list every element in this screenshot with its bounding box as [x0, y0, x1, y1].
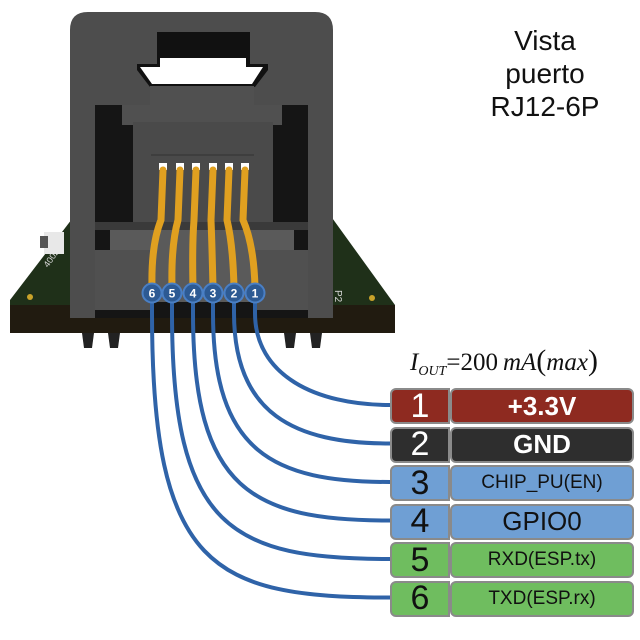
- diagram-title: Vista puerto RJ12-6P: [470, 24, 620, 123]
- pin-badge-5: [161, 282, 183, 304]
- gold-contact-1: [239, 166, 259, 292]
- wire-pin-5: [170, 293, 391, 561]
- contact-slot: [176, 163, 184, 170]
- pin-badge-label: 6: [149, 287, 156, 301]
- pin-wires: [150, 293, 391, 600]
- formula-symbol: I: [410, 349, 419, 376]
- mounting-legs: [82, 333, 322, 348]
- wire-pin-4: [191, 293, 391, 523]
- pin-name: CHIP_PU(EN): [450, 465, 634, 501]
- gold-contact-4: [189, 166, 200, 292]
- pin-badge-label: 4: [190, 287, 197, 301]
- pin-number: 5: [390, 541, 450, 579]
- formula-subscript: OUT: [418, 364, 447, 379]
- pin-number: 3: [390, 464, 450, 502]
- pin-number: 1: [390, 387, 450, 425]
- contact-slot: [241, 163, 249, 170]
- svg-text:P2: P2: [332, 290, 343, 303]
- contact-slot: [225, 163, 233, 170]
- title-line-1: Vista: [514, 25, 576, 56]
- pin-name: GND: [450, 426, 634, 463]
- contact-slot: [209, 163, 217, 170]
- pin-badge-1: [244, 282, 266, 304]
- pin-badge-2: [223, 282, 245, 304]
- pin-number: 2: [390, 425, 450, 463]
- pin-badge-label: 1: [252, 287, 259, 301]
- formula-qualifier: max: [546, 349, 588, 376]
- title-line-3: RJ12-6P: [490, 91, 600, 122]
- pin-name: TXD(ESP.rx): [450, 580, 634, 617]
- title-line-2: puerto: [505, 58, 585, 89]
- wire-pin-6: [150, 293, 391, 600]
- pinout-row: 1+3.3V: [390, 387, 634, 426]
- gold-contact-6: [148, 166, 167, 292]
- formula-unit: mA: [502, 349, 537, 376]
- pin-name: GPIO0: [450, 503, 634, 540]
- wire-pin-3: [211, 293, 391, 484]
- pin-badge-3: [202, 282, 224, 304]
- pin-name: +3.3V: [450, 388, 634, 424]
- pin-badge-label: 2: [231, 287, 238, 301]
- wire-pin-2: [232, 293, 391, 446]
- contact-slot: [159, 163, 167, 170]
- pin-number: 6: [390, 579, 450, 617]
- wire-pin-1: [253, 293, 391, 407]
- gold-contacts: [148, 166, 259, 292]
- gold-contact-3: [207, 166, 217, 292]
- gold-contact-2: [223, 166, 238, 292]
- gold-contact-5: [168, 166, 184, 292]
- contact-slot: [192, 163, 200, 170]
- rj12-housing: [70, 12, 333, 318]
- pin-name: RXD(ESP.tx): [450, 542, 634, 578]
- formula-equals: =: [446, 349, 461, 376]
- pin-number: 4: [390, 502, 450, 540]
- pin-badge-label: 3: [210, 287, 217, 301]
- current-formula: IOUT=200 mA(max): [410, 344, 598, 379]
- formula-value: 200: [460, 349, 498, 376]
- pin-badge-label: 5: [169, 287, 176, 301]
